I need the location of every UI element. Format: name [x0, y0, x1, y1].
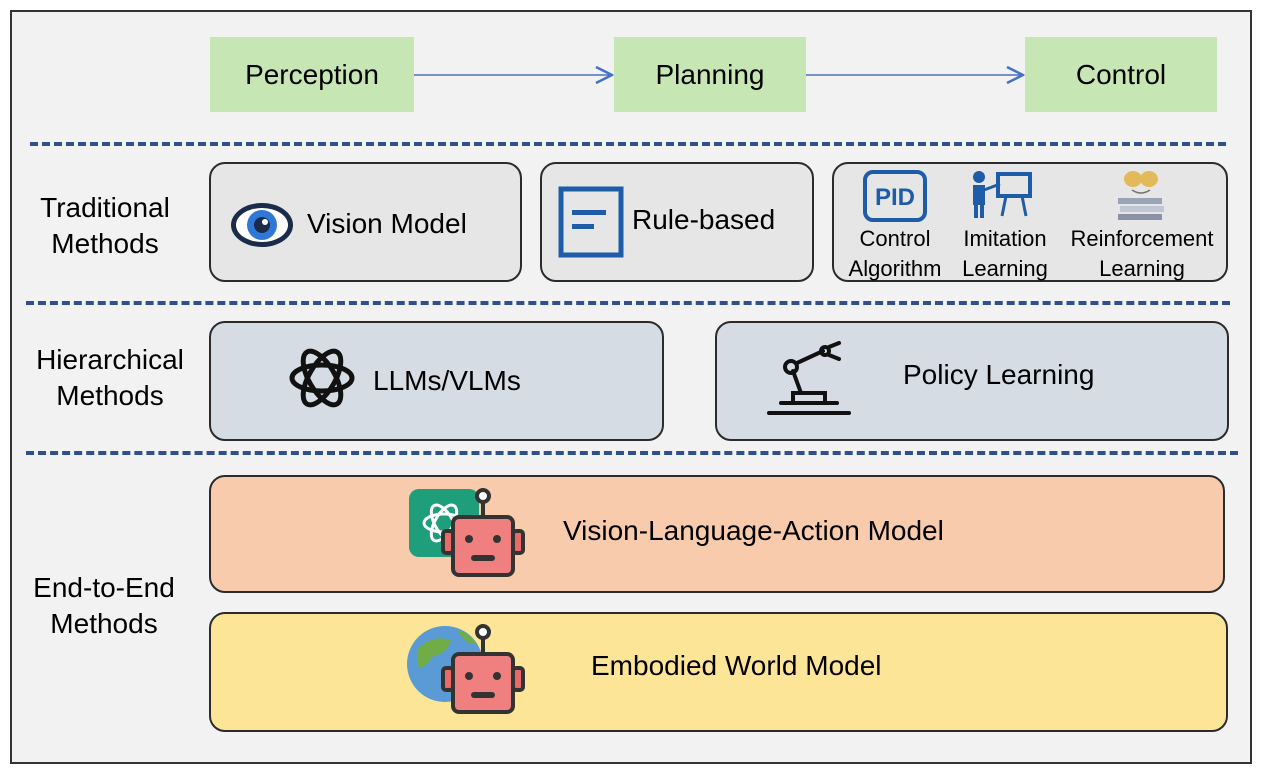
world-model-icon: [407, 624, 525, 714]
rule-based-box: Rule-based: [540, 162, 814, 282]
world-model-label: Embodied World Model: [591, 650, 882, 681]
separator-3: [26, 451, 1238, 455]
openai-icon: [289, 348, 355, 408]
stage-control: Control: [1025, 37, 1217, 112]
row-label-end-to-end: End-to-End Methods: [33, 572, 175, 639]
brain-books-icon: [1118, 171, 1164, 220]
world-model-box: Embodied World Model: [209, 612, 1228, 732]
teacher-board-icon: [973, 171, 1032, 218]
stage-planning: Planning: [614, 37, 806, 112]
stage-perception: Perception: [210, 37, 414, 112]
separator-2: [26, 301, 1230, 305]
imitation-learning-label: Imitation Learning: [962, 226, 1048, 281]
control-methods-box: PID Control Algorithm Imitation Learning…: [832, 162, 1228, 282]
robot-head-icon: [441, 488, 525, 577]
rule-based-label: Rule-based: [632, 204, 776, 235]
vision-model-label: Vision Model: [307, 208, 467, 239]
separator-1: [30, 142, 1226, 146]
robot-head-icon: [441, 624, 525, 714]
row-label-hierarchical: Hierarchical Methods: [36, 344, 184, 411]
policy-learning-label: Policy Learning: [903, 359, 1095, 390]
control-algorithm-label: Control Algorithm: [848, 226, 942, 281]
vla-box: Vision-Language-Action Model: [209, 475, 1225, 593]
reinforcement-learning-label: Reinforcement Learning: [1070, 226, 1214, 281]
eye-icon: [231, 203, 293, 247]
document-icon: [558, 186, 624, 258]
vla-label: Vision-Language-Action Model: [563, 515, 944, 546]
vision-model-box: Vision Model: [209, 162, 522, 282]
llms-vlms-box: LLMs/VLMs: [209, 321, 664, 441]
svg-text:PID: PID: [875, 184, 915, 211]
vla-icon: [409, 488, 525, 577]
policy-learning-box: Policy Learning: [715, 321, 1229, 441]
robot-arm-icon: [767, 341, 851, 415]
row-label-traditional: Traditional Methods: [40, 192, 170, 259]
pid-icon: PID: [863, 170, 927, 222]
llms-vlms-label: LLMs/VLMs: [373, 365, 521, 396]
